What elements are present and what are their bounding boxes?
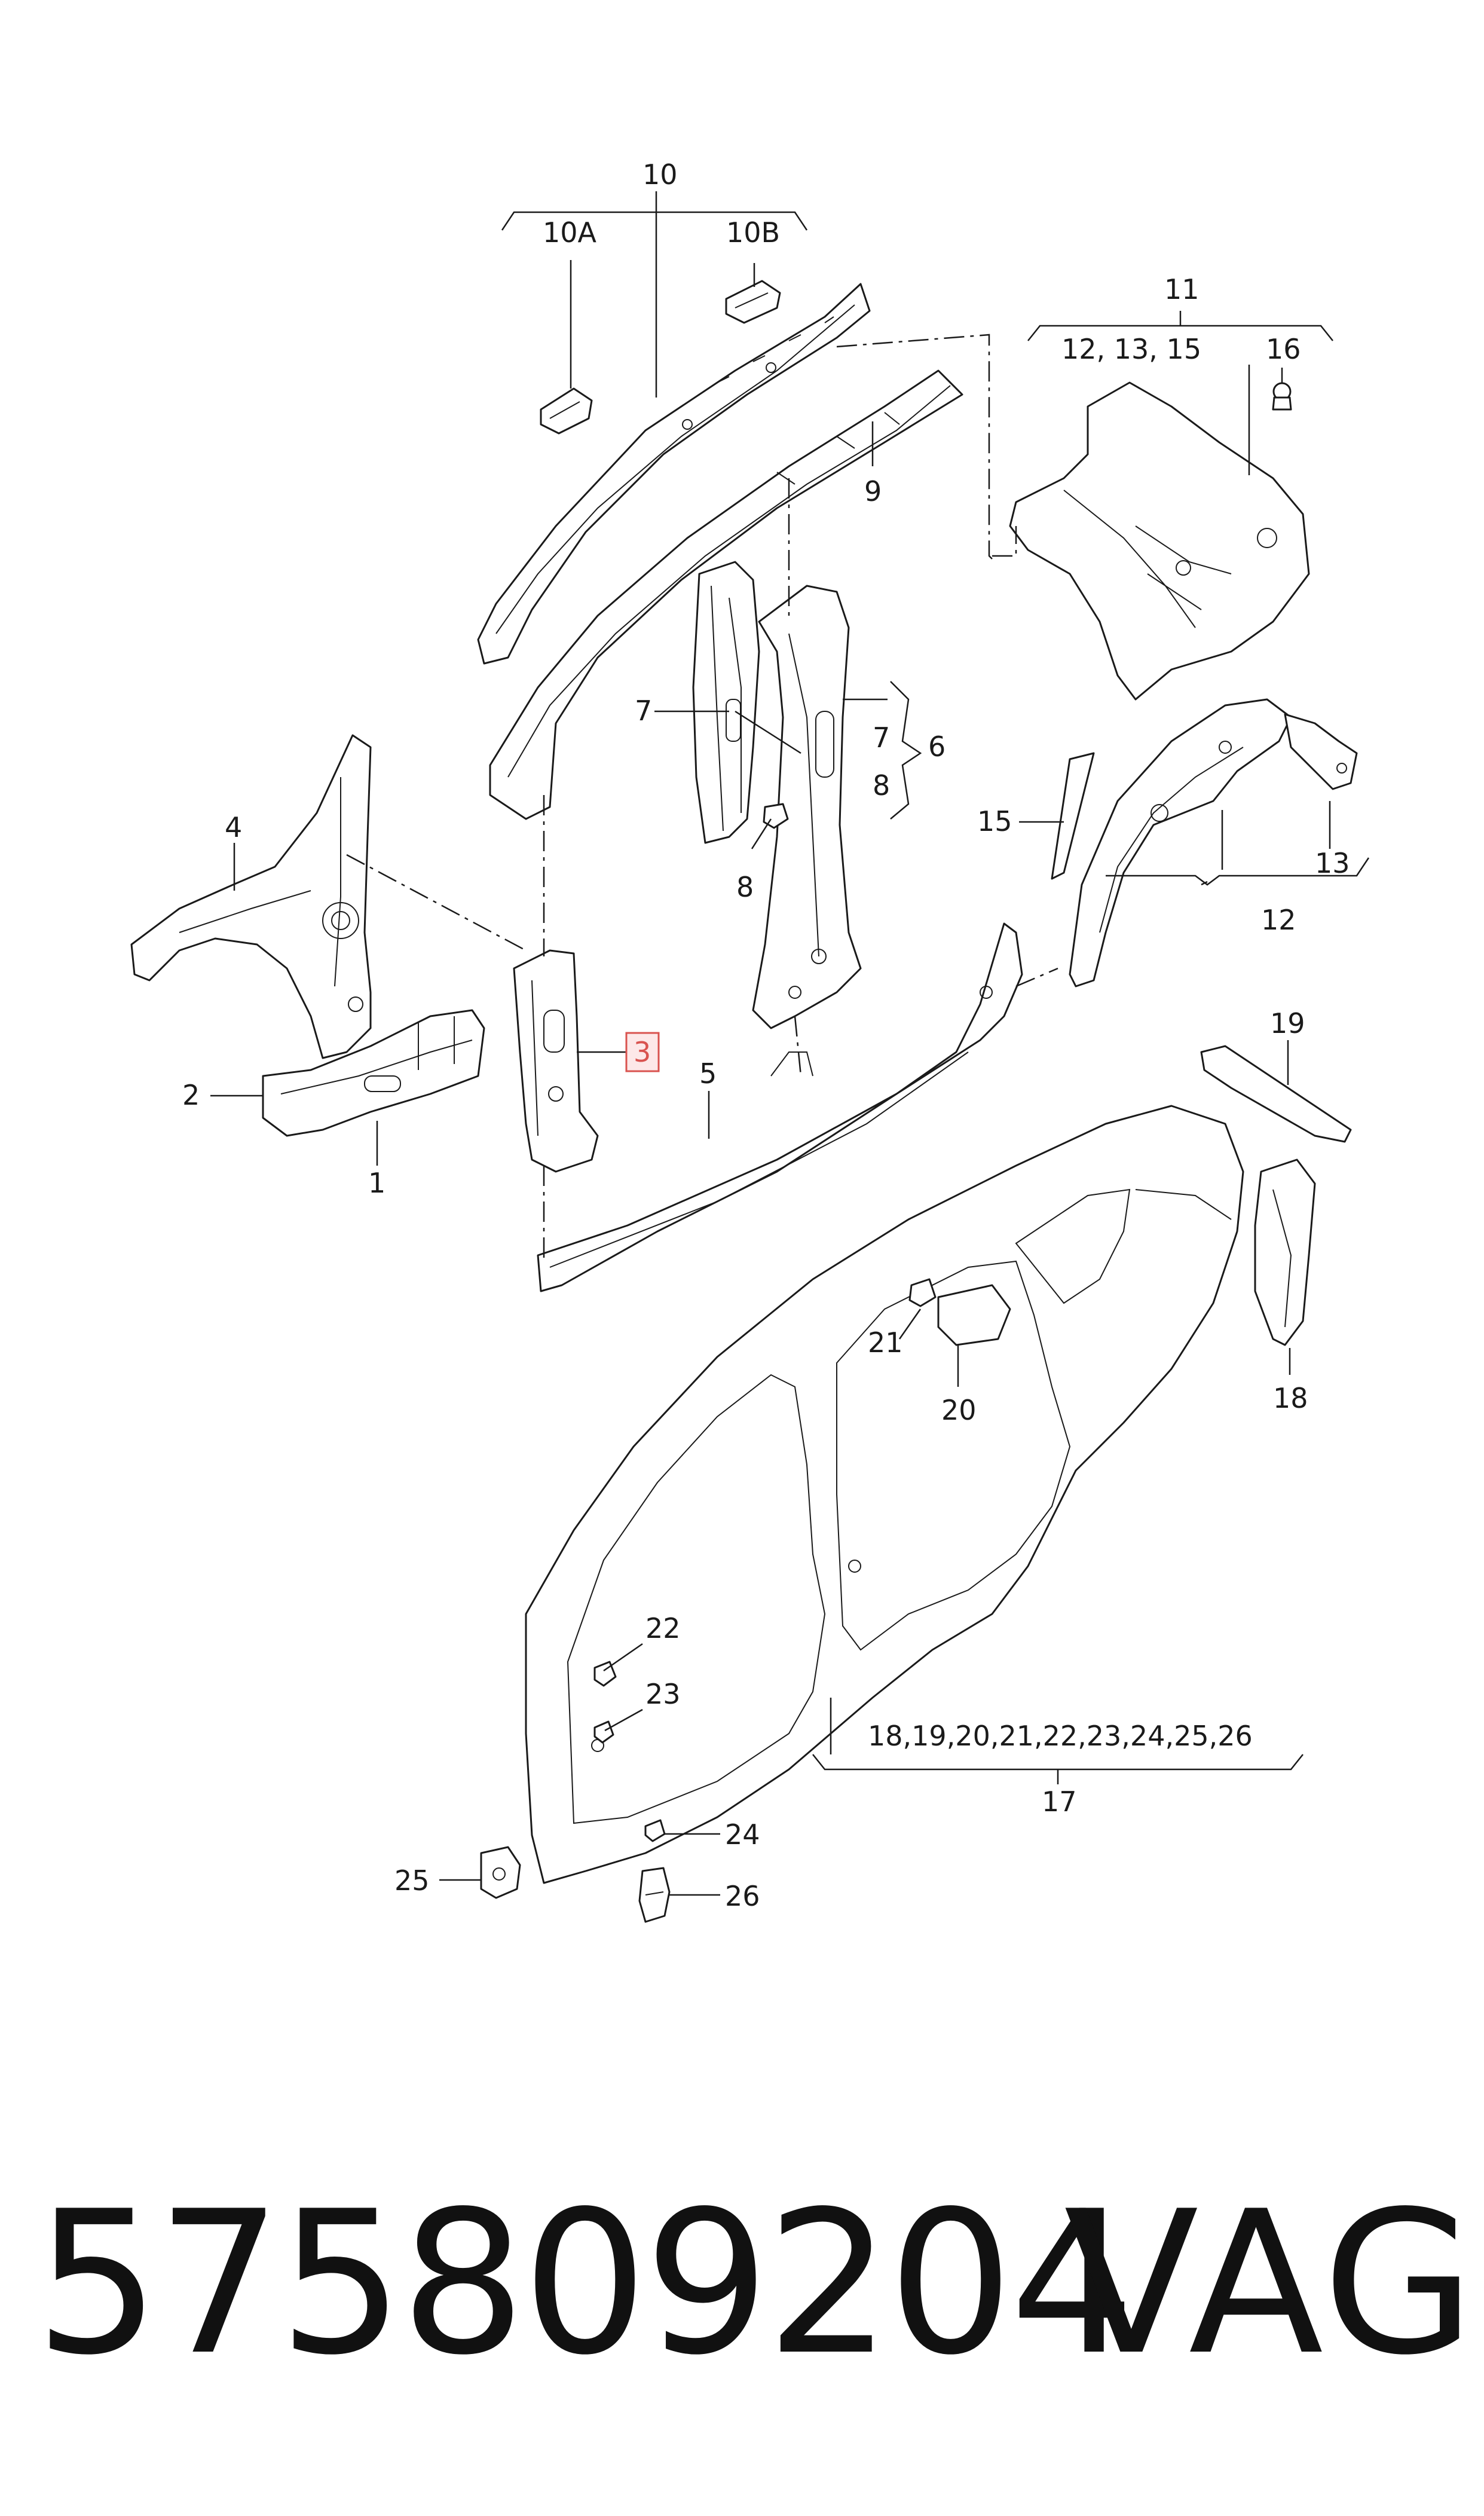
callout-10: 10 — [642, 158, 678, 191]
part-10-roof-rail — [477, 283, 871, 665]
part-7-b-pillar-inner — [692, 561, 760, 844]
callout-labels: 10 10A 10B 9 11 12, 13, 15 16 7 7 6 8 8 … — [182, 158, 1350, 1912]
callout-5: 5 — [699, 1057, 717, 1090]
callout-21: 21 — [868, 1326, 903, 1359]
part-10a-clip — [540, 387, 593, 435]
part-11-rear-inner-panel — [1009, 381, 1310, 701]
part-13-bracket — [1284, 713, 1358, 790]
callout-18: 18 — [1273, 1382, 1308, 1414]
leader-lines — [210, 191, 1370, 1896]
part-26-hinge — [638, 1867, 671, 1923]
part-10b-clip — [725, 280, 781, 324]
part-24-clip — [644, 1819, 666, 1842]
callout-24: 24 — [725, 1818, 760, 1851]
part-17-body-side — [525, 1105, 1244, 1884]
callout-6: 6 — [928, 730, 946, 763]
callout-15: 15 — [977, 805, 1012, 837]
part-20-gusset — [937, 1284, 1011, 1346]
part-21-clip — [908, 1278, 937, 1307]
callout-23: 23 — [645, 1678, 681, 1710]
part-16-bolt — [1272, 382, 1292, 411]
callout-10a: 10A — [543, 216, 597, 249]
part-19-upper-trim — [1200, 1045, 1352, 1143]
part-25-bracket — [480, 1846, 521, 1899]
part-12-wheel-arch — [1069, 698, 1292, 988]
callout-18-to-26: 18,19,20,21,22,23,24,25,26 — [868, 1720, 1253, 1752]
callout-25: 25 — [394, 1864, 430, 1897]
part-22-clip — [593, 1661, 617, 1687]
part-number: 575809204 — [35, 2169, 1136, 2398]
callout-1: 1 — [368, 1167, 385, 1199]
part-1-2-lower-bracket — [262, 1009, 485, 1137]
callout-9: 9 — [864, 475, 882, 508]
callout-10b: 10B — [726, 216, 780, 249]
assembly-lines — [346, 334, 1058, 1261]
callout-13: 13 — [1315, 847, 1350, 879]
brand-label: VAG — [1064, 2169, 1478, 2398]
part-23-clip — [593, 1720, 614, 1744]
callout-22: 22 — [645, 1612, 681, 1644]
part-5-sill — [537, 922, 1023, 1292]
callout-12-13-15: 12, 13, 15 — [1061, 333, 1201, 365]
callout-11: 11 — [1164, 273, 1200, 305]
part-9-inner-roof-rail — [489, 369, 963, 820]
callout-7-left: 7 — [635, 695, 652, 727]
callout-2: 2 — [182, 1079, 200, 1111]
callout-8-right: 8 — [873, 769, 890, 802]
part-3-reinforcement — [513, 949, 599, 1173]
callout-19: 19 — [1270, 1007, 1305, 1040]
callout-3: 3 — [634, 1036, 651, 1068]
callout-26: 26 — [725, 1880, 760, 1912]
callout-7-right: 7 — [873, 722, 890, 754]
callout-17: 17 — [1042, 1786, 1077, 1818]
callout-16: 16 — [1266, 333, 1301, 365]
callout-4: 4 — [225, 811, 242, 843]
part-4-a-pillar-lower — [130, 734, 372, 1059]
part-6-b-pillar-outer — [752, 585, 862, 1029]
part-15-trim — [1051, 752, 1095, 880]
callout-12: 12 — [1261, 904, 1296, 936]
callout-8-left: 8 — [736, 871, 754, 903]
callout-20: 20 — [941, 1394, 977, 1426]
part-18-rear-bracket — [1254, 1158, 1316, 1346]
highlight-box — [625, 1032, 660, 1072]
